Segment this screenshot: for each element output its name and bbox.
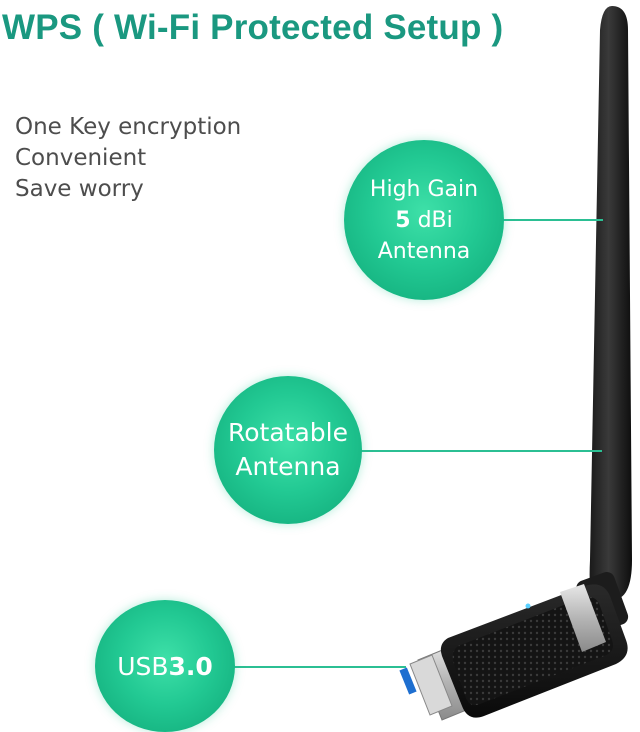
rotatable-antenna-callout: Rotatable Antenna: [214, 376, 362, 524]
feature-item: One Key encryption: [15, 114, 242, 140]
high-gain-callout: High Gain 5 dBi Antenna: [344, 140, 504, 300]
callout-label: High Gain: [369, 176, 479, 202]
callout-label: Rotatable: [228, 418, 348, 447]
gain-unit: dBi: [417, 207, 453, 233]
gain-number: 5: [395, 207, 411, 233]
callout-label: Antenna: [377, 238, 471, 264]
feature-item: Convenient: [15, 145, 147, 171]
feature-list: One Key encryption Convenient Save worry: [15, 112, 241, 205]
usb-pointer-line: [234, 666, 406, 668]
feature-item: Save worry: [15, 176, 144, 202]
rotatable-pointer-line: [360, 450, 602, 452]
antenna: [589, 6, 632, 600]
usb-label: USB3.0: [117, 652, 213, 681]
usb-version-callout: USB3.0: [95, 600, 235, 732]
usb-version: 3.0: [168, 651, 213, 681]
page-title: WPS ( Wi-Fi Protected Setup ): [2, 8, 504, 47]
usb-prefix: USB: [117, 651, 169, 681]
gain-value: 5 dBi: [395, 205, 452, 236]
gain-pointer-line: [503, 219, 603, 221]
callout-label: Antenna: [235, 452, 341, 481]
